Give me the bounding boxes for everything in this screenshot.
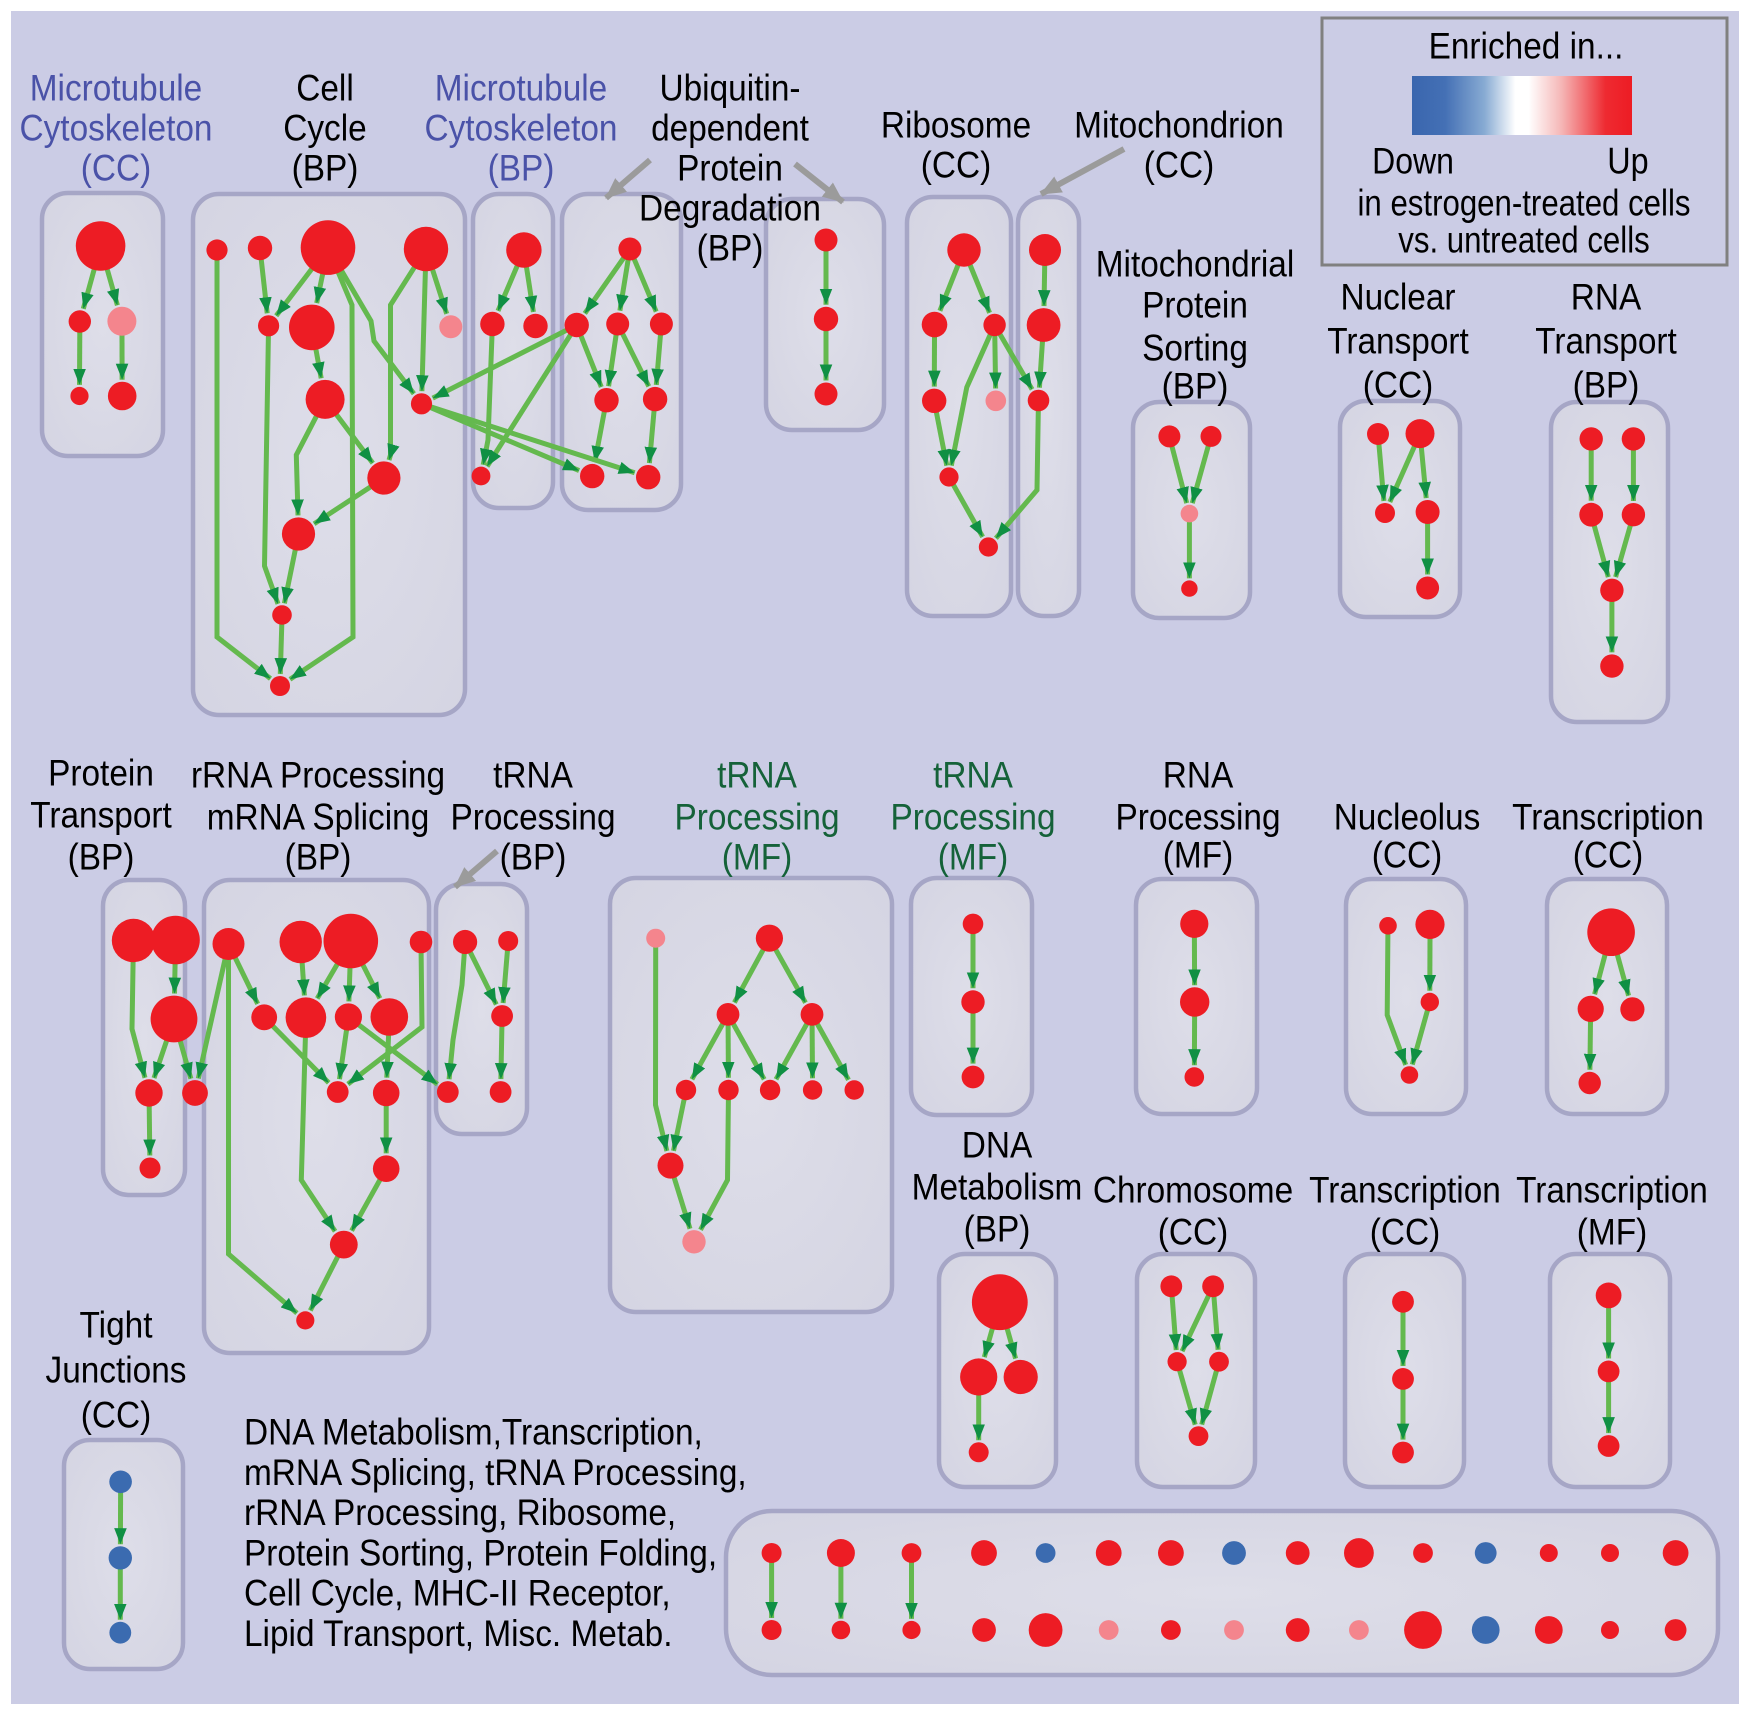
- svg-text:DNA: DNA: [962, 1125, 1033, 1166]
- svg-text:Microtubule: Microtubule: [435, 68, 608, 109]
- svg-text:Junctions: Junctions: [46, 1350, 187, 1391]
- svg-text:tRNA: tRNA: [717, 755, 797, 796]
- svg-text:Metabolism: Metabolism: [912, 1167, 1083, 1208]
- svg-text:(BP): (BP): [488, 148, 555, 189]
- svg-text:(BP): (BP): [500, 837, 567, 878]
- svg-text:Degradation: Degradation: [639, 188, 821, 229]
- svg-text:(CC): (CC): [1372, 835, 1442, 876]
- svg-text:Mitochondrial: Mitochondrial: [1096, 244, 1295, 285]
- svg-text:Lipid Transport, Misc. Metab.: Lipid Transport, Misc. Metab.: [244, 1613, 673, 1654]
- svg-text:mRNA Splicing: mRNA Splicing: [207, 797, 430, 838]
- svg-text:(CC): (CC): [1363, 365, 1433, 406]
- svg-text:rRNA Processing: rRNA Processing: [191, 755, 445, 796]
- svg-text:dependent: dependent: [651, 108, 809, 149]
- svg-text:Transport: Transport: [1535, 321, 1677, 362]
- svg-text:Sorting: Sorting: [1142, 328, 1248, 369]
- svg-text:(BP): (BP): [1573, 365, 1640, 406]
- svg-text:(BP): (BP): [964, 1209, 1031, 1250]
- svg-text:Transport: Transport: [1327, 321, 1469, 362]
- svg-text:(BP): (BP): [1162, 366, 1229, 407]
- svg-text:Cytoskeleton: Cytoskeleton: [425, 108, 618, 149]
- svg-text:(BP): (BP): [68, 837, 135, 878]
- svg-text:Protein: Protein: [677, 148, 783, 189]
- svg-text:Cytoskeleton: Cytoskeleton: [20, 108, 213, 149]
- svg-text:(BP): (BP): [292, 148, 359, 189]
- svg-text:Transport: Transport: [30, 795, 172, 836]
- svg-text:(MF): (MF): [938, 837, 1008, 878]
- svg-text:RNA: RNA: [1571, 277, 1642, 318]
- svg-text:(CC): (CC): [1144, 145, 1214, 186]
- svg-text:Transcription: Transcription: [1516, 1170, 1708, 1211]
- svg-text:(MF): (MF): [1163, 835, 1233, 876]
- svg-text:Protein Sorting, Protein Foldi: Protein Sorting, Protein Folding,: [244, 1532, 717, 1573]
- svg-text:Cell Cycle, MHC-II Receptor,: Cell Cycle, MHC-II Receptor,: [244, 1573, 671, 1614]
- svg-text:Processing: Processing: [1115, 797, 1280, 838]
- svg-text:vs. untreated cells: vs. untreated cells: [1398, 220, 1650, 261]
- svg-text:Processing: Processing: [674, 797, 839, 838]
- svg-text:(CC): (CC): [81, 148, 151, 189]
- svg-text:Processing: Processing: [890, 797, 1055, 838]
- svg-text:(CC): (CC): [81, 1395, 151, 1436]
- svg-text:Chromosome: Chromosome: [1093, 1170, 1293, 1211]
- svg-text:Nucleolus: Nucleolus: [1334, 797, 1481, 838]
- svg-text:DNA Metabolism,Transcription,: DNA Metabolism,Transcription,: [244, 1412, 703, 1453]
- svg-text:Protein: Protein: [48, 753, 154, 794]
- svg-text:Mitochondrion: Mitochondrion: [1074, 105, 1284, 146]
- svg-text:(CC): (CC): [921, 145, 991, 186]
- svg-text:(BP): (BP): [697, 228, 764, 269]
- svg-text:rRNA Processing, Ribosome,: rRNA Processing, Ribosome,: [244, 1492, 676, 1533]
- svg-text:Nuclear: Nuclear: [1341, 277, 1456, 318]
- svg-text:mRNA Splicing, tRNA Processing: mRNA Splicing, tRNA Processing,: [244, 1452, 747, 1493]
- svg-text:(CC): (CC): [1158, 1212, 1228, 1253]
- svg-text:tRNA: tRNA: [493, 755, 573, 796]
- svg-text:Transcription: Transcription: [1309, 1170, 1501, 1211]
- svg-text:Ribosome: Ribosome: [881, 105, 1031, 146]
- svg-text:RNA: RNA: [1163, 755, 1234, 796]
- svg-text:Transcription: Transcription: [1512, 797, 1704, 838]
- svg-text:(MF): (MF): [722, 837, 792, 878]
- svg-text:Tight: Tight: [80, 1305, 154, 1346]
- svg-text:(CC): (CC): [1573, 835, 1643, 876]
- svg-text:Microtubule: Microtubule: [30, 68, 203, 109]
- svg-text:Ubiquitin-: Ubiquitin-: [660, 68, 801, 109]
- svg-text:Enriched in...: Enriched in...: [1429, 26, 1624, 67]
- svg-text:tRNA: tRNA: [933, 755, 1013, 796]
- svg-text:(MF): (MF): [1577, 1212, 1647, 1253]
- svg-text:Up: Up: [1607, 141, 1648, 182]
- svg-text:Down: Down: [1372, 141, 1454, 182]
- svg-text:in estrogen-treated cells: in estrogen-treated cells: [1358, 183, 1691, 224]
- svg-text:Protein: Protein: [1142, 285, 1248, 326]
- svg-text:Cycle: Cycle: [283, 108, 367, 149]
- svg-text:Cell: Cell: [296, 68, 354, 109]
- svg-text:(CC): (CC): [1370, 1212, 1440, 1253]
- svg-text:(BP): (BP): [285, 837, 352, 878]
- svg-text:Processing: Processing: [450, 797, 615, 838]
